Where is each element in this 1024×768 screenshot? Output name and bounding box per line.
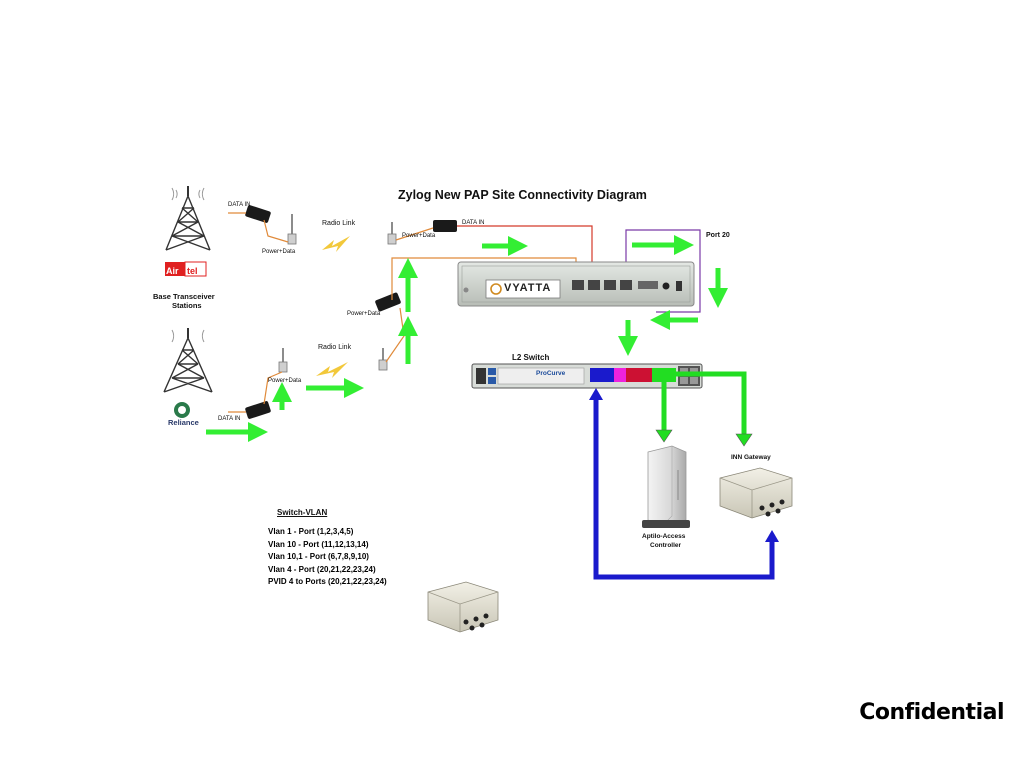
airtel-logo	[165, 261, 207, 277]
spare-enclosure	[427, 581, 499, 633]
green-arrow-down-icon	[655, 429, 673, 443]
power-data-label: Power+Data	[268, 378, 302, 384]
green-vlan-link	[676, 371, 747, 436]
radio-link-label: Radio Link	[318, 344, 352, 351]
diagram-title: Zylog New PAP Site Connectivity Diagram	[398, 188, 647, 202]
vlan-port-block	[590, 368, 676, 382]
reliance-tower-icon	[163, 328, 213, 393]
vlan-item: Vlan 4 - Port (20,21,22,23,24)	[268, 564, 376, 574]
blue-arrow-up-icon	[765, 530, 779, 542]
switch-vlan-title: Switch-VLAN	[277, 508, 328, 517]
power-data-label: Power+Data	[262, 249, 296, 255]
blue-vlan-link	[593, 392, 775, 580]
inn-gateway-enclosure	[719, 467, 793, 519]
vlan-item: Vlan 10 - Port (11,12,13,14)	[268, 539, 369, 549]
vlan-item: PVID 4 to Ports (20,21,22,23,24)	[268, 577, 387, 587]
data-in-label: DATA IN	[218, 416, 241, 422]
bts-label-line1: Base Transceiver	[153, 292, 215, 301]
blue-arrow-up-icon	[589, 388, 603, 400]
flow-arrows	[206, 235, 728, 442]
green-arrow-down-icon	[735, 433, 753, 447]
data-in-label: DATA IN	[228, 202, 251, 208]
power-data-label: Power+Data	[347, 311, 381, 317]
vyatta-logo: VYATTA	[504, 282, 552, 294]
radio-unit-icon	[278, 214, 397, 373]
confidential-footer: Confidential	[859, 700, 1004, 725]
reliance-logo-text: Reliance	[168, 418, 199, 427]
vyatta-router	[457, 261, 695, 307]
airtel-logo-text-right: tel	[187, 266, 198, 276]
switch-vlan-list: Vlan 1 - Port (1,2,3,4,5) Vlan 10 - Port…	[268, 526, 387, 589]
airtel-tower-icon	[165, 186, 211, 251]
data-in-label: DATA IN	[462, 220, 485, 226]
vlan-item: Vlan 10,1 - Port (6,7,8,9,10)	[268, 552, 369, 562]
poe-injector-icon	[245, 205, 457, 419]
aptilo-label-line1: Aptilo-Access	[642, 533, 686, 540]
router-port	[572, 280, 682, 291]
vlan-item: Vlan 1 - Port (1,2,3,4,5)	[268, 527, 354, 536]
l2-switch	[471, 363, 703, 389]
aptilo-controller	[642, 445, 690, 528]
inn-gateway-label: INN Gateway	[731, 454, 771, 461]
radio-link-label: Radio Link	[322, 220, 356, 227]
procurve-logo: ProCurve	[536, 370, 566, 377]
bts-label-line2: Stations	[172, 301, 202, 310]
l2-switch-label: L2 Switch	[512, 353, 550, 362]
reliance-logo	[174, 402, 190, 418]
aptilo-label-line2: Controller	[650, 542, 682, 549]
airtel-logo-text-left: Air	[166, 266, 179, 276]
port-20-label: Port 20	[706, 232, 730, 239]
radio-link-bolt-icon	[316, 236, 350, 378]
power-data-label: Power+Data	[402, 233, 436, 239]
